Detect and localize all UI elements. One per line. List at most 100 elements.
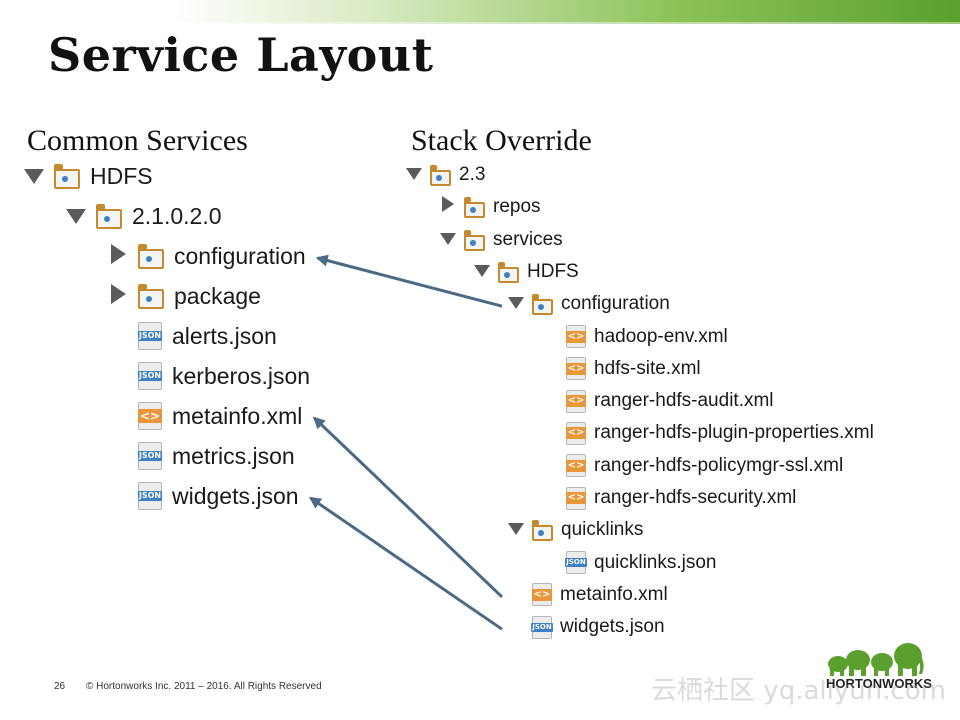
left-tree-row-widgets-json[interactable]: JSON widgets.json	[108, 479, 299, 514]
tree-item-label: hdfs-site.xml	[594, 357, 701, 379]
json-file-icon: JSON	[531, 615, 553, 639]
right-tree-row-ranger-hdfs-security-xml[interactable]: <> ranger-hdfs-security.xml	[542, 484, 796, 513]
collapse-triangle-right-icon[interactable]	[108, 243, 128, 270]
xml-file-icon: <>	[137, 402, 163, 430]
slide-title: Service Layout	[48, 28, 434, 82]
expand-triangle-down-icon[interactable]	[508, 519, 524, 541]
folder-icon	[532, 294, 553, 316]
left-tree-row-hdfs[interactable]: HDFS	[24, 159, 153, 194]
tree-item-label: kerberos.json	[172, 362, 311, 389]
left-tree-row-metainfo-xml[interactable]: <> metainfo.xml	[108, 399, 302, 434]
page-number: 26	[54, 681, 66, 692]
tree-item-label: configuration	[174, 242, 306, 269]
left-tree-row-configuration[interactable]: configuration	[108, 239, 306, 274]
right-tree-row-hadoop-env-xml[interactable]: <> hadoop-env.xml	[542, 322, 728, 351]
tree-item-label: quicklinks.json	[594, 551, 717, 573]
right-tree-row-hdfs[interactable]: HDFS	[474, 258, 579, 287]
left-tree-row-2-1-0-2-0[interactable]: 2.1.0.2.0	[66, 199, 222, 234]
right-tree-row-services[interactable]: services	[440, 225, 563, 254]
right-tree-row-repos[interactable]: repos	[440, 193, 541, 222]
folder-icon	[464, 197, 485, 219]
hortonworks-logo: HORTONWORKS	[826, 640, 932, 696]
xml-file-icon: <>	[565, 325, 587, 348]
json-file-icon: JSON	[137, 482, 163, 510]
tree-item-label: 2.1.0.2.0	[132, 202, 222, 229]
logo-wordmark: HORTONWORKS	[826, 676, 932, 691]
json-file-icon: JSON	[137, 442, 163, 470]
common-services-heading: Common Services	[27, 124, 248, 157]
json-file-icon: JSON	[137, 322, 163, 350]
folder-icon	[430, 165, 451, 186]
expand-triangle-down-icon[interactable]	[66, 203, 86, 230]
right-tree-row-hdfs-site-xml[interactable]: <> hdfs-site.xml	[542, 355, 701, 384]
tree-item-label: HDFS	[90, 162, 153, 189]
xml-file-icon: <>	[565, 357, 587, 381]
tree-item-label: configuration	[561, 293, 670, 315]
xml-badge: <>	[565, 492, 587, 504]
tree-item-label: widgets.json	[172, 482, 299, 509]
json-badge: JSON	[137, 451, 163, 461]
folder-icon	[54, 164, 80, 189]
top-accent-bar	[0, 0, 960, 24]
xml-badge: <>	[531, 588, 553, 601]
tree-item-label: ranger-hdfs-audit.xml	[594, 390, 774, 412]
folder-icon	[498, 261, 519, 283]
json-badge: JSON	[137, 371, 163, 381]
right-tree-row-ranger-hdfs-policymgr-ssl-xml[interactable]: <> ranger-hdfs-policymgr-ssl.xml	[542, 451, 843, 480]
right-tree-row-ranger-hdfs-plugin-properties-xml[interactable]: <> ranger-hdfs-plugin-properties.xml	[542, 419, 874, 448]
folder-icon	[464, 229, 485, 251]
xml-badge: <>	[565, 330, 587, 343]
right-tree-row-quicklinks[interactable]: quicklinks	[508, 516, 643, 545]
json-file-icon: JSON	[137, 362, 163, 390]
json-badge: JSON	[137, 491, 163, 501]
tree-item-label: ranger-hdfs-plugin-properties.xml	[594, 422, 874, 444]
folder-icon	[532, 520, 553, 542]
xml-badge: <>	[565, 459, 587, 472]
expand-triangle-down-icon[interactable]	[406, 164, 422, 186]
collapse-triangle-right-icon[interactable]	[440, 196, 456, 218]
right-tree-row-configuration[interactable]: configuration	[508, 290, 670, 319]
xml-badge: <>	[137, 409, 163, 423]
json-badge: JSON	[565, 558, 587, 568]
left-tree-row-kerberos-json[interactable]: JSON kerberos.json	[108, 359, 310, 394]
tree-item-label: widgets.json	[560, 616, 665, 638]
tree-item-label: quicklinks	[561, 519, 644, 541]
override-arrow-3	[308, 496, 503, 631]
left-tree-row-package[interactable]: package	[108, 279, 261, 314]
xml-file-icon: <>	[531, 583, 553, 607]
xml-file-icon: <>	[565, 454, 587, 478]
elephant-herd-icon	[828, 643, 924, 676]
copyright-notice: © Hortonworks Inc. 2011 – 2016. All Righ…	[86, 681, 322, 692]
tree-item-label: HDFS	[527, 260, 579, 282]
expand-triangle-down-icon[interactable]	[440, 229, 456, 251]
tree-item-label: ranger-hdfs-security.xml	[594, 487, 797, 508]
xml-file-icon: <>	[565, 389, 587, 413]
right-tree-row-quicklinks-json[interactable]: JSON quicklinks.json	[542, 548, 717, 577]
stack-override-heading: Stack Override	[411, 124, 592, 157]
tree-item-label: ranger-hdfs-policymgr-ssl.xml	[594, 454, 844, 476]
json-badge: JSON	[531, 622, 553, 632]
tree-item-label: repos	[493, 196, 541, 218]
collapse-triangle-right-icon[interactable]	[108, 283, 128, 310]
folder-icon	[138, 284, 164, 309]
xml-file-icon: <>	[565, 486, 587, 510]
tree-item-label: services	[493, 228, 563, 250]
right-tree-row-widgets-json[interactable]: JSON widgets.json	[508, 613, 665, 642]
override-arrow-2	[312, 416, 504, 598]
right-tree-row-metainfo-xml[interactable]: <>metainfo.xml	[508, 581, 668, 610]
tree-item-label: hadoop-env.xml	[594, 325, 728, 347]
xml-badge: <>	[565, 362, 587, 375]
right-tree-row-ranger-hdfs-audit-xml[interactable]: <> ranger-hdfs-audit.xml	[542, 387, 774, 416]
tree-item-label: metainfo.xml	[172, 402, 303, 429]
tree-item-label: 2.3	[459, 164, 486, 185]
folder-icon	[96, 204, 122, 229]
left-tree-row-metrics-json[interactable]: JSON metrics.json	[108, 439, 295, 474]
right-tree-row-2-3[interactable]: 2.3	[406, 161, 485, 190]
tree-item-label: metrics.json	[172, 442, 295, 469]
expand-triangle-down-icon[interactable]	[508, 293, 524, 315]
xml-badge: <>	[565, 395, 587, 408]
expand-triangle-down-icon[interactable]	[474, 261, 490, 283]
xml-file-icon: <>	[565, 421, 587, 445]
expand-triangle-down-icon[interactable]	[24, 163, 44, 190]
